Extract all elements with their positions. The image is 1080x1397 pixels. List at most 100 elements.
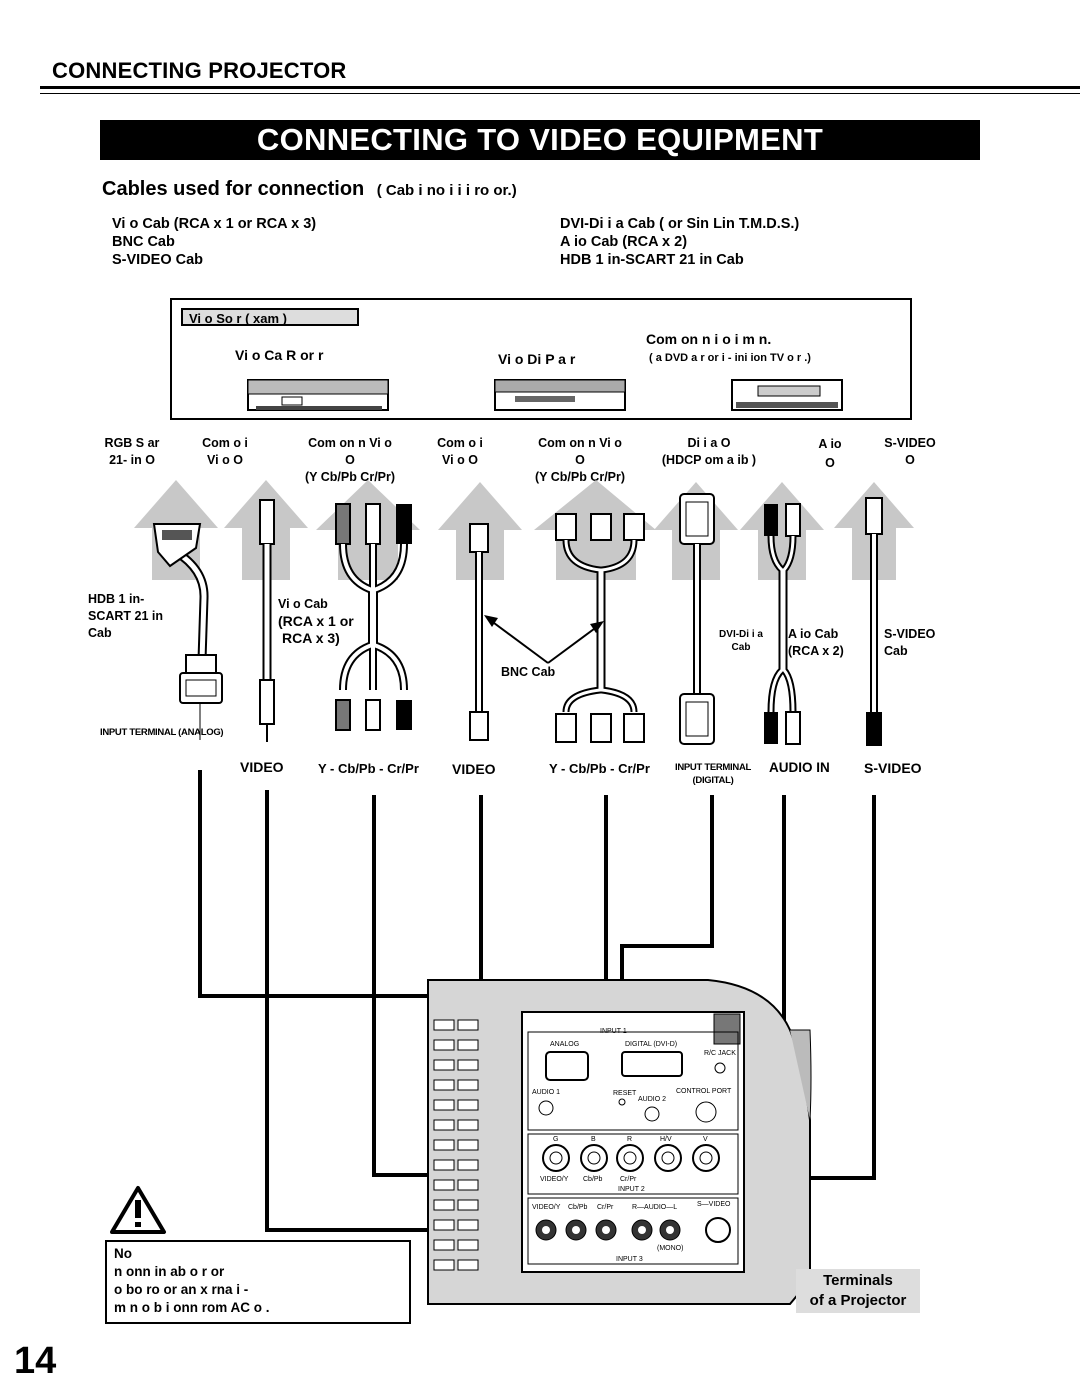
- label-line: S-VIDEO: [884, 436, 936, 450]
- output-component2-label: Com on n Vi o O (Y Cb/Pb Cr/Pr): [510, 435, 650, 486]
- panel-audio2: AUDIO 2: [638, 1096, 667, 1103]
- cable-item: DVI-Di i a Cab ( or Sin Lin T.M.D.S.): [560, 216, 800, 232]
- output-svideo-label: S-VIDEO O: [868, 435, 952, 469]
- dvi-port: [621, 1051, 683, 1077]
- audio-cable: [764, 503, 801, 745]
- label-line: Cab: [884, 644, 908, 658]
- panel-row3-audio: R—AUDIO—L: [632, 1204, 678, 1211]
- panel-input3: INPUT 3: [616, 1256, 643, 1263]
- page-banner: CONNECTING TO VIDEO EQUIPMENT: [100, 120, 980, 160]
- scart-cable-label: HDB 1 in- SCART 21 in Cab: [88, 591, 163, 642]
- component-cable-1: [335, 503, 412, 731]
- label-line: Vi o O: [442, 453, 478, 467]
- label-line: DVI-Di i a: [719, 629, 763, 640]
- audio-cable-label: A io Cab (RCA x 2): [788, 626, 844, 660]
- cable-item: Vi o Cab (RCA x 1 or RCA x 3): [112, 216, 317, 232]
- terminal-svideo-label: S-VIDEO: [864, 760, 922, 776]
- bnc-cable-label: BNC Cab: [501, 665, 556, 679]
- scart-cable: [152, 523, 223, 740]
- panel-hv: H/V: [660, 1136, 672, 1143]
- panel-digital: DIGITAL (DVI-D): [625, 1041, 678, 1048]
- panel-input1: INPUT 1: [600, 1028, 627, 1035]
- source-vcr-label: Vi o Ca R or r: [235, 347, 324, 363]
- source-component-label: Com on n i o i m n.: [646, 331, 772, 347]
- terminal-audio-in-label: AUDIO IN: [769, 760, 830, 775]
- bnc-cable-single: [469, 523, 489, 741]
- label-line: O: [345, 453, 355, 467]
- panel-mono: (MONO): [657, 1245, 684, 1252]
- video-source-box: [170, 298, 912, 420]
- panel-analog: ANALOG: [550, 1041, 580, 1048]
- label-line: RCA x 3): [282, 630, 340, 646]
- component-device: [731, 379, 843, 411]
- label-line: (Y Cb/Pb Cr/Pr): [534, 470, 626, 484]
- header-rule-thin: [40, 93, 1080, 94]
- source-video-disc-label: Vi o Di P a r: [498, 351, 576, 367]
- cables-heading-title: Cables used for connection: [102, 178, 365, 200]
- label-line: Cab: [88, 626, 112, 640]
- panel-input2: INPUT 2: [618, 1186, 645, 1193]
- terminal-video2-label: VIDEO: [452, 761, 496, 777]
- cables-heading: Cables used for connection ( Cab i no i …: [102, 178, 517, 201]
- label-line: of a Projector: [809, 1292, 907, 1309]
- terminal-video1-label: VIDEO: [240, 759, 284, 775]
- label-line: Com o i: [202, 436, 248, 450]
- panel-audio1: AUDIO 1: [532, 1089, 561, 1096]
- label-line: A io Cab: [788, 627, 839, 641]
- note-title: No: [114, 1246, 132, 1261]
- label-line: Cab: [731, 642, 751, 653]
- cables-list-left: Vi o Cab (RCA x 1 or RCA x 3) BNC Cab S-…: [112, 215, 316, 269]
- video-cable-1: [259, 499, 275, 742]
- panel-control-port: CONTROL PORT: [676, 1088, 732, 1095]
- label-line: Terminals: [823, 1272, 893, 1289]
- label-line: Di i a O: [687, 436, 731, 450]
- output-composite1-label: Com o i Vi o O: [180, 435, 270, 469]
- terminal-ycbcr2-label: Y - Cb/Pb - Cr/Pr: [549, 761, 650, 776]
- label-line: Vi o O: [207, 453, 243, 467]
- header-rule: [40, 86, 1080, 89]
- label-line: RGB S ar: [104, 436, 160, 450]
- label-line: (HDCP om a ib ): [661, 453, 757, 467]
- warning-icon: [110, 1186, 166, 1234]
- label-line: (RCA x 1 or: [278, 613, 354, 629]
- label-line: Vi o Cab: [278, 597, 328, 611]
- page-number: 14: [14, 1340, 57, 1382]
- label-line: A io: [818, 437, 842, 451]
- cable-item: BNC Cab: [112, 234, 175, 250]
- svideo-cable-label: S-VIDEO Cab: [884, 626, 935, 660]
- output-component1-label: Com on n Vi o O (Y Cb/Pb Cr/Pr): [280, 435, 420, 486]
- label-line: Com on n Vi o: [308, 436, 392, 450]
- panel-row3-video: VIDEO/Y: [532, 1204, 561, 1211]
- terminals-label: Terminals of a Projector: [796, 1269, 920, 1313]
- note-line: n onn in ab o r or: [114, 1264, 225, 1279]
- panel-reset: RESET: [613, 1090, 637, 1097]
- label-line: 21- in O: [109, 453, 155, 467]
- label-line: HDB 1 in-: [88, 592, 145, 606]
- panel-v: V: [703, 1136, 708, 1143]
- label-line: (DIGITAL): [692, 775, 734, 786]
- source-component-sub: ( a DVD a r or i - ini ion TV o r .): [649, 352, 811, 364]
- cable-item: A io Cab (RCA x 2): [560, 234, 688, 250]
- panel-cr: Cr/Pr: [620, 1176, 637, 1183]
- output-composite2-label: Com o i Vi o O: [415, 435, 505, 469]
- label-line: O: [905, 453, 915, 467]
- label-line: O: [825, 456, 835, 470]
- panel-cb: Cb/Pb: [583, 1176, 603, 1183]
- output-rgb-label: RGB S ar 21- in O: [84, 435, 180, 469]
- note-text: No n onn in ab o r or o bo ro or an x rn…: [114, 1245, 270, 1317]
- label-line: INPUT TERMINAL: [674, 762, 752, 773]
- video-source-tag: Vi o So r ( xam ): [181, 308, 359, 326]
- note-line: m n o b i onn rom AC o .: [114, 1300, 270, 1315]
- label-line: O: [575, 453, 585, 467]
- panel-r: R: [627, 1136, 633, 1143]
- cables-list-right: DVI-Di i a Cab ( or Sin Lin T.M.D.S.) A …: [560, 215, 799, 269]
- dvi-cable: [679, 493, 715, 745]
- dvi-cable-label: DVI-Di i a Cab: [708, 628, 774, 654]
- label-line: Com on n Vi o: [538, 436, 622, 450]
- panel-g: G: [553, 1136, 559, 1143]
- panel-b: B: [591, 1136, 596, 1143]
- panel-row3-cb: Cb/Pb: [568, 1204, 588, 1211]
- cable-item: S-VIDEO Cab: [112, 252, 204, 268]
- label-line: S-VIDEO: [884, 627, 936, 641]
